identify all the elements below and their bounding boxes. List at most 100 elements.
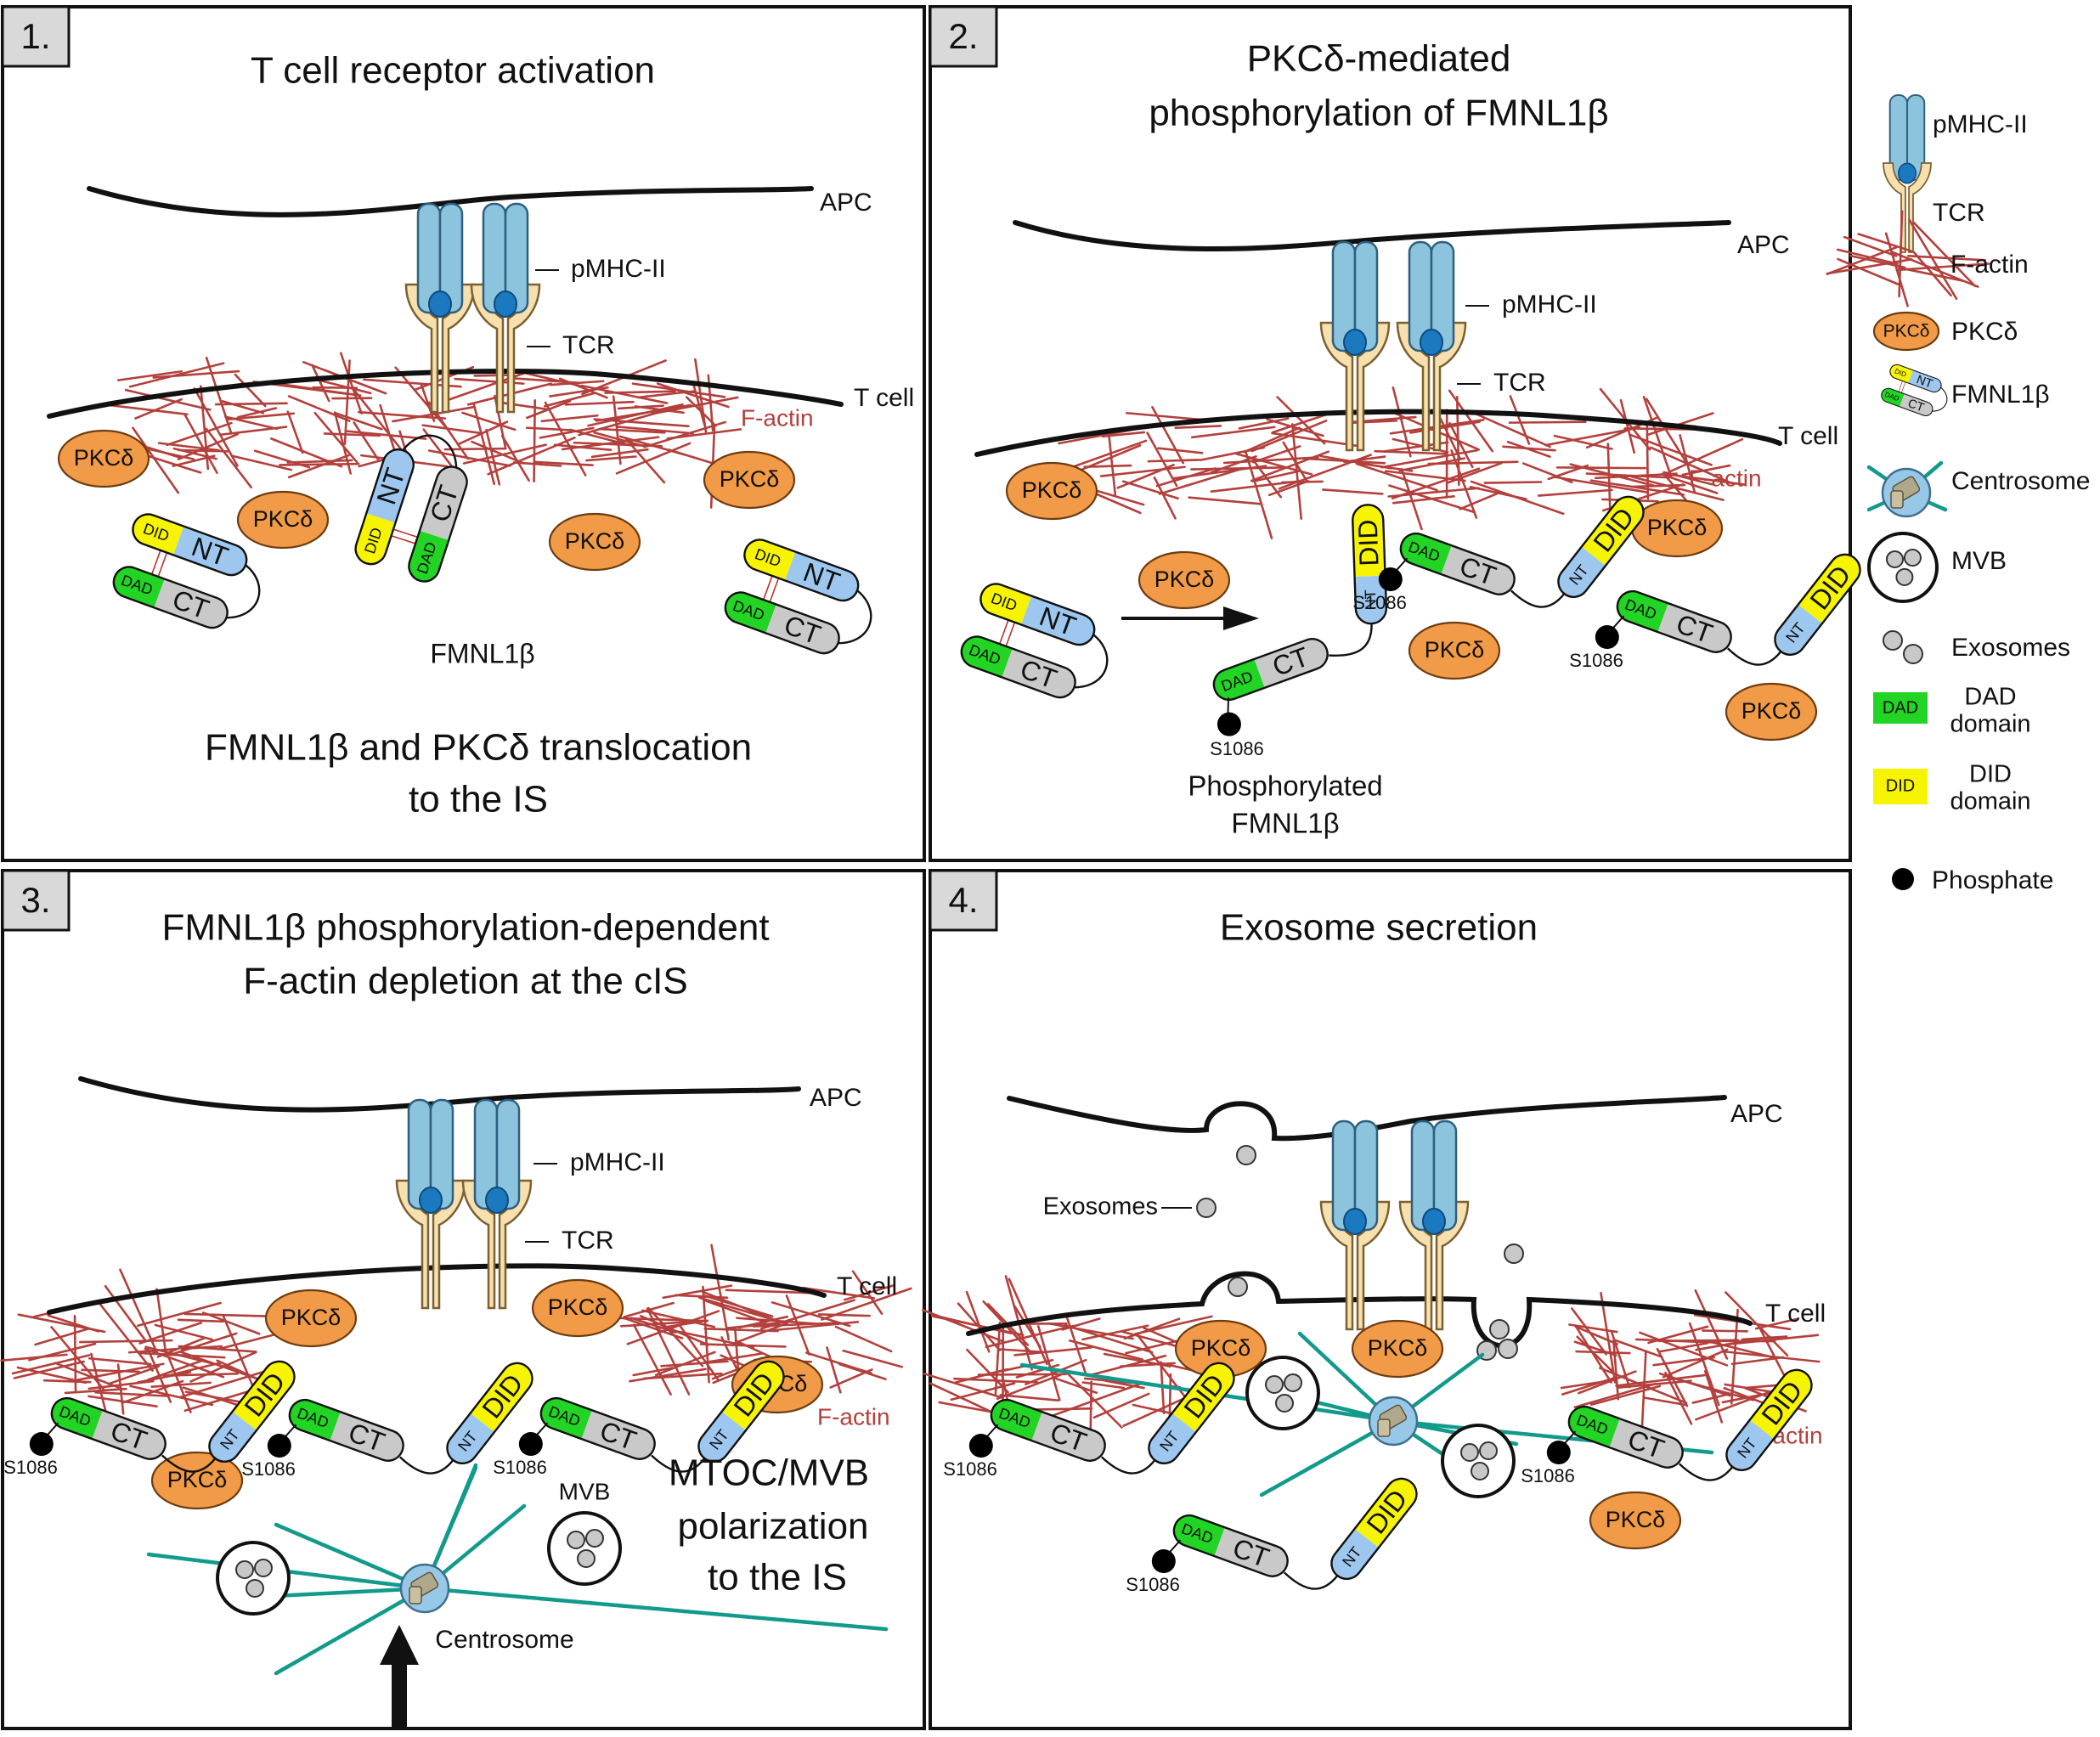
vesicle xyxy=(1276,1395,1293,1412)
legend-centrosome-icon xyxy=(1869,463,1945,516)
actin-filament xyxy=(1557,467,1646,468)
panel-caption: to the IS xyxy=(409,779,548,821)
vesicle xyxy=(578,1550,595,1567)
legend-phosphate-icon xyxy=(1892,868,1914,890)
pkc-delta: PKCδ xyxy=(266,1290,356,1346)
actin-filament xyxy=(216,403,286,404)
pmhc-label: pMHC-II xyxy=(571,255,666,283)
actin-filament xyxy=(445,448,505,449)
did-dad-bond xyxy=(1899,381,1903,392)
vesicle xyxy=(1905,550,1921,566)
pmhc-ii-icon xyxy=(1409,242,1454,355)
pkc-delta: PKCδ xyxy=(1726,684,1816,740)
phosphorylated-fmnl-label: FMNL1β xyxy=(1231,808,1339,839)
exosomes-label: Exosomes xyxy=(1043,1193,1158,1221)
actin-filament xyxy=(1091,1382,1092,1433)
panel-number-box: 3. xyxy=(3,871,69,930)
exosome xyxy=(1504,1244,1523,1263)
pkc-delta: PKCδ xyxy=(59,431,149,487)
pkc-delta: PKCδ xyxy=(1007,463,1097,519)
tcell-label: T cell xyxy=(854,384,914,412)
mvb-label: MVB xyxy=(559,1478,611,1504)
tcr-label: TCR xyxy=(562,1227,614,1255)
pmhc-ii-icon xyxy=(409,1100,453,1213)
tcell-label: T cell xyxy=(1765,1300,1826,1328)
f-actin-label: F-actin xyxy=(741,404,814,431)
actin-filament xyxy=(819,1314,870,1316)
vesicle xyxy=(1266,1376,1283,1393)
pkc-delta-label: PKCδ xyxy=(1742,698,1802,724)
exosome xyxy=(1490,1320,1509,1339)
polarization-text: polarization xyxy=(677,1506,868,1548)
actin-filament xyxy=(279,464,358,465)
mvb-icon xyxy=(1869,533,1937,601)
vesicle xyxy=(1284,1374,1301,1391)
pkc-delta-label: PKCδ xyxy=(74,445,134,471)
panel-number: 4. xyxy=(948,880,978,920)
pmhc-ii-icon xyxy=(1890,95,1925,183)
vesicle xyxy=(1887,551,1903,567)
tcell-label: T cell xyxy=(1778,422,1838,450)
pkc-delta-label: PKCδ xyxy=(1022,477,1082,503)
panel-number: 3. xyxy=(20,880,50,920)
exosome xyxy=(1883,631,1902,650)
phospho-site-label: S1086 xyxy=(1521,1465,1575,1486)
apc-label: APC xyxy=(820,189,872,217)
pkc-delta-label: PKCδ xyxy=(548,1294,608,1320)
pmhc-label: pMHC-II xyxy=(570,1148,665,1176)
vesicle xyxy=(586,1530,603,1547)
vesicle xyxy=(236,1561,253,1578)
pkc-delta-label: PKCδ xyxy=(1647,515,1708,540)
legend-label: domain xyxy=(1950,788,2030,815)
tcell-label: T cell xyxy=(837,1272,897,1300)
legend-label: Centrosome xyxy=(1951,467,2090,495)
centriole xyxy=(409,1587,421,1604)
exosome xyxy=(1499,1339,1517,1358)
mvb-icon xyxy=(549,1513,620,1584)
f-actin-label: F-actin xyxy=(817,1403,890,1430)
apc-label: APC xyxy=(1730,1100,1783,1128)
apc-label: APC xyxy=(810,1084,862,1112)
legend-label: pMHC-II xyxy=(1933,110,2028,138)
panel-title: T cell receptor activation xyxy=(251,50,655,92)
vesicle xyxy=(1480,1442,1497,1459)
pmhc-ii-icon xyxy=(418,204,462,317)
pmhc-ii-icon xyxy=(475,1100,519,1213)
phospho-site-label: S1086 xyxy=(1569,650,1623,671)
phospho-site-label: S1086 xyxy=(943,1458,997,1480)
legend-label: PKCδ xyxy=(1951,318,2018,346)
polarization-text: MTOC/MVB xyxy=(669,1452,869,1494)
legend-label: Exosomes xyxy=(1951,634,2070,662)
legend-dad-badge: DAD xyxy=(1873,692,1928,724)
apc-label: APC xyxy=(1737,231,1790,259)
centriole xyxy=(1378,1419,1390,1436)
vesicle xyxy=(1471,1463,1488,1480)
panel-number-box: 2. xyxy=(930,7,996,66)
pkc-delta: PKCδ xyxy=(1590,1492,1680,1548)
actin-filament xyxy=(1659,1340,1738,1341)
pmhc-label: pMHC-II xyxy=(1502,290,1597,319)
pkc-delta-label: PKCδ xyxy=(720,466,780,492)
pkc-delta-label: PKCδ xyxy=(1191,1335,1251,1361)
pmhc-ii-icon xyxy=(483,204,528,317)
tcr-label: TCR xyxy=(1493,369,1546,397)
centrosome-label: Centrosome xyxy=(435,1626,573,1654)
legend-label: Phosphate xyxy=(1932,866,2053,894)
legend-label: DID xyxy=(1969,761,2012,788)
exosome xyxy=(1237,1146,1256,1165)
pkc-delta-label: PKCδ xyxy=(1368,1335,1428,1361)
mvb-icon xyxy=(217,1542,289,1614)
fmnl1b-label: FMNL1β xyxy=(430,638,534,668)
vesicle xyxy=(1461,1444,1478,1461)
pmhc-ii-icon xyxy=(1333,1121,1377,1234)
legend-exosomes-icon xyxy=(1883,631,1922,663)
pkc-delta: PKCδ xyxy=(1874,313,1939,350)
panel-number-box: 1. xyxy=(3,7,69,66)
mvb-icon xyxy=(1442,1425,1514,1497)
